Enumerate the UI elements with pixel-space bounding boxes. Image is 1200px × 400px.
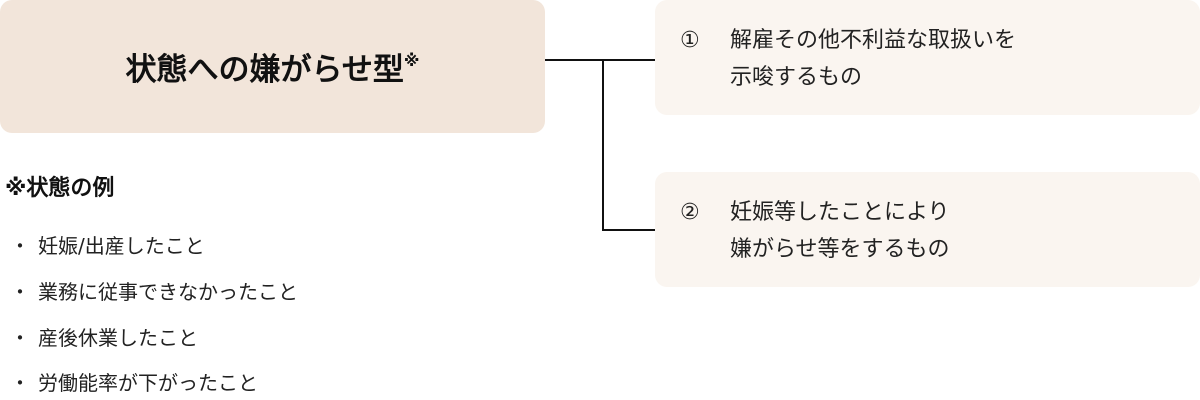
type-number: ①	[680, 28, 700, 53]
main-title-text: 状態への嫌がらせ型	[125, 52, 404, 88]
type-line: 妊娠等したことにより	[730, 200, 950, 225]
bullet: ・	[10, 371, 30, 395]
example-text: 業務に従事できなかったこと	[38, 280, 298, 304]
example-text: 労働能率が下がったこと	[38, 371, 258, 395]
example-text: 産後休業したこと	[38, 326, 198, 350]
type-description: 解雇その他不利益な取扱いを 示唆するもの	[730, 22, 1016, 96]
example-item: ・労働能率が下がったこと	[10, 367, 258, 396]
example-item: ・業務に従事できなかったこと	[10, 276, 298, 305]
type-description: 妊娠等したことにより 嫌がらせ等をするもの	[730, 194, 950, 268]
example-text: 妊娠/出産したこと	[38, 234, 205, 258]
type-line: 嫌がらせ等をするもの	[730, 237, 950, 262]
connector-line	[602, 229, 655, 231]
example-item: ・産後休業したこと	[10, 322, 198, 351]
type-number: ②	[680, 200, 700, 225]
example-item: ・妊娠/出産したこと	[10, 230, 205, 259]
main-title: 状態への嫌がらせ型※	[126, 44, 420, 89]
connector-line	[545, 59, 655, 61]
type-box-1: ① 解雇その他不利益な取扱いを 示唆するもの	[655, 0, 1200, 115]
type-box-2: ② 妊娠等したことにより 嫌がらせ等をするもの	[655, 172, 1200, 287]
bullet: ・	[10, 326, 30, 350]
connector-line	[602, 59, 604, 231]
note-title: ※状態の例	[5, 176, 115, 201]
bullet: ・	[10, 234, 30, 258]
main-category-box: 状態への嫌がらせ型※	[0, 0, 545, 133]
note-mark: ※	[403, 51, 420, 70]
type-line: 解雇その他不利益な取扱いを	[730, 28, 1017, 53]
bullet: ・	[10, 280, 30, 304]
type-line: 示唆するもの	[730, 65, 863, 90]
